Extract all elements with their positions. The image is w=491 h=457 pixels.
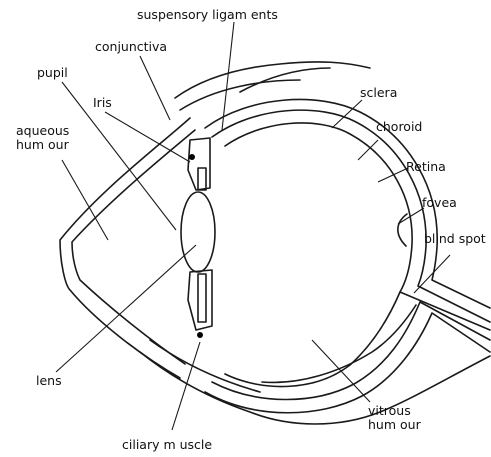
leader-choroid bbox=[358, 140, 378, 160]
leader-ciliary bbox=[172, 342, 200, 430]
label-ciliary-muscle: ciliary m uscle bbox=[122, 438, 212, 452]
iris-lower bbox=[188, 270, 212, 330]
choroid-layer bbox=[212, 110, 490, 322]
cornea-outer bbox=[60, 118, 190, 378]
leader-retina bbox=[378, 168, 408, 182]
upper-dot bbox=[189, 154, 195, 160]
leader-lens bbox=[56, 245, 196, 372]
lower-eyelid bbox=[140, 352, 490, 424]
label-fovea: fovea bbox=[422, 196, 457, 210]
label-pupil: pupil bbox=[37, 66, 68, 80]
leader-conjunctiva bbox=[140, 56, 170, 120]
upper-eyelid bbox=[175, 62, 370, 98]
leader-blind-spot bbox=[414, 255, 450, 293]
label-iris: Iris bbox=[93, 96, 112, 110]
label-retina: Retina bbox=[406, 160, 446, 174]
sclera-outline-lower bbox=[205, 313, 490, 413]
leader-pupil bbox=[62, 82, 176, 230]
label-conjunctiva: conjunctiva bbox=[95, 40, 167, 54]
lower-dot bbox=[197, 332, 203, 338]
label-blind-spot: blind spot bbox=[424, 232, 486, 246]
label-choroid: choroid bbox=[376, 120, 422, 134]
ciliary-bar-lower bbox=[198, 274, 206, 322]
label-vitrous-humour: vitrous hum our bbox=[368, 404, 421, 432]
bottom-fold bbox=[262, 305, 416, 382]
cornea-inner bbox=[72, 130, 195, 364]
optic-nerve bbox=[400, 292, 490, 330]
label-sclera: sclera bbox=[360, 86, 397, 100]
leader-vitrous bbox=[312, 340, 370, 402]
lens-shape bbox=[181, 192, 215, 272]
choroid-layer-lower bbox=[212, 302, 490, 400]
ciliary-bar-upper bbox=[198, 168, 206, 190]
label-aqueous-humour: aqueous hum our bbox=[16, 124, 69, 152]
lower-conjunctiva bbox=[150, 340, 260, 392]
label-lens: lens bbox=[36, 374, 62, 388]
label-suspensory-ligaments: suspensory ligam ents bbox=[137, 8, 278, 22]
